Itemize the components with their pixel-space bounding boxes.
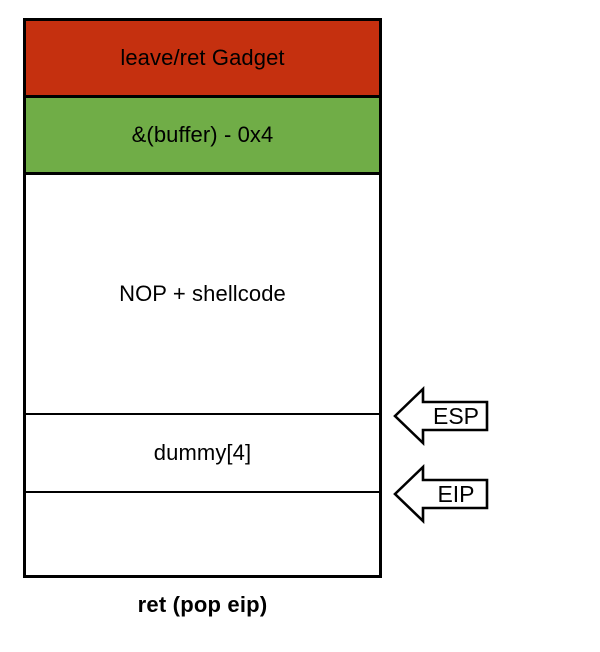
left-arrow-icon bbox=[393, 463, 489, 525]
stack-cell-dummy: dummy[4] bbox=[26, 415, 379, 493]
stack-cell-nop-shellcode: NOP + shellcode bbox=[26, 175, 379, 415]
stack-cell-label: leave/ret Gadget bbox=[120, 45, 285, 71]
left-arrow-icon bbox=[393, 385, 489, 447]
diagram-caption: ret (pop eip) bbox=[137, 592, 268, 617]
stack-cell-empty bbox=[26, 493, 379, 575]
stack-cell-label: dummy[4] bbox=[153, 440, 252, 466]
stack-cell-leave-ret-gadget: leave/ret Gadget bbox=[26, 21, 379, 98]
stack-cell-label: &(buffer) - 0x4 bbox=[131, 122, 274, 148]
stack-layout-box: leave/ret Gadget &(buffer) - 0x4 NOP + s… bbox=[23, 18, 382, 578]
pointer-arrow-eip: EIP bbox=[393, 463, 489, 525]
stack-cell-buffer-address: &(buffer) - 0x4 bbox=[26, 98, 379, 175]
stack-cell-label: NOP + shellcode bbox=[119, 281, 286, 307]
pointer-arrow-esp: ESP bbox=[393, 385, 489, 447]
